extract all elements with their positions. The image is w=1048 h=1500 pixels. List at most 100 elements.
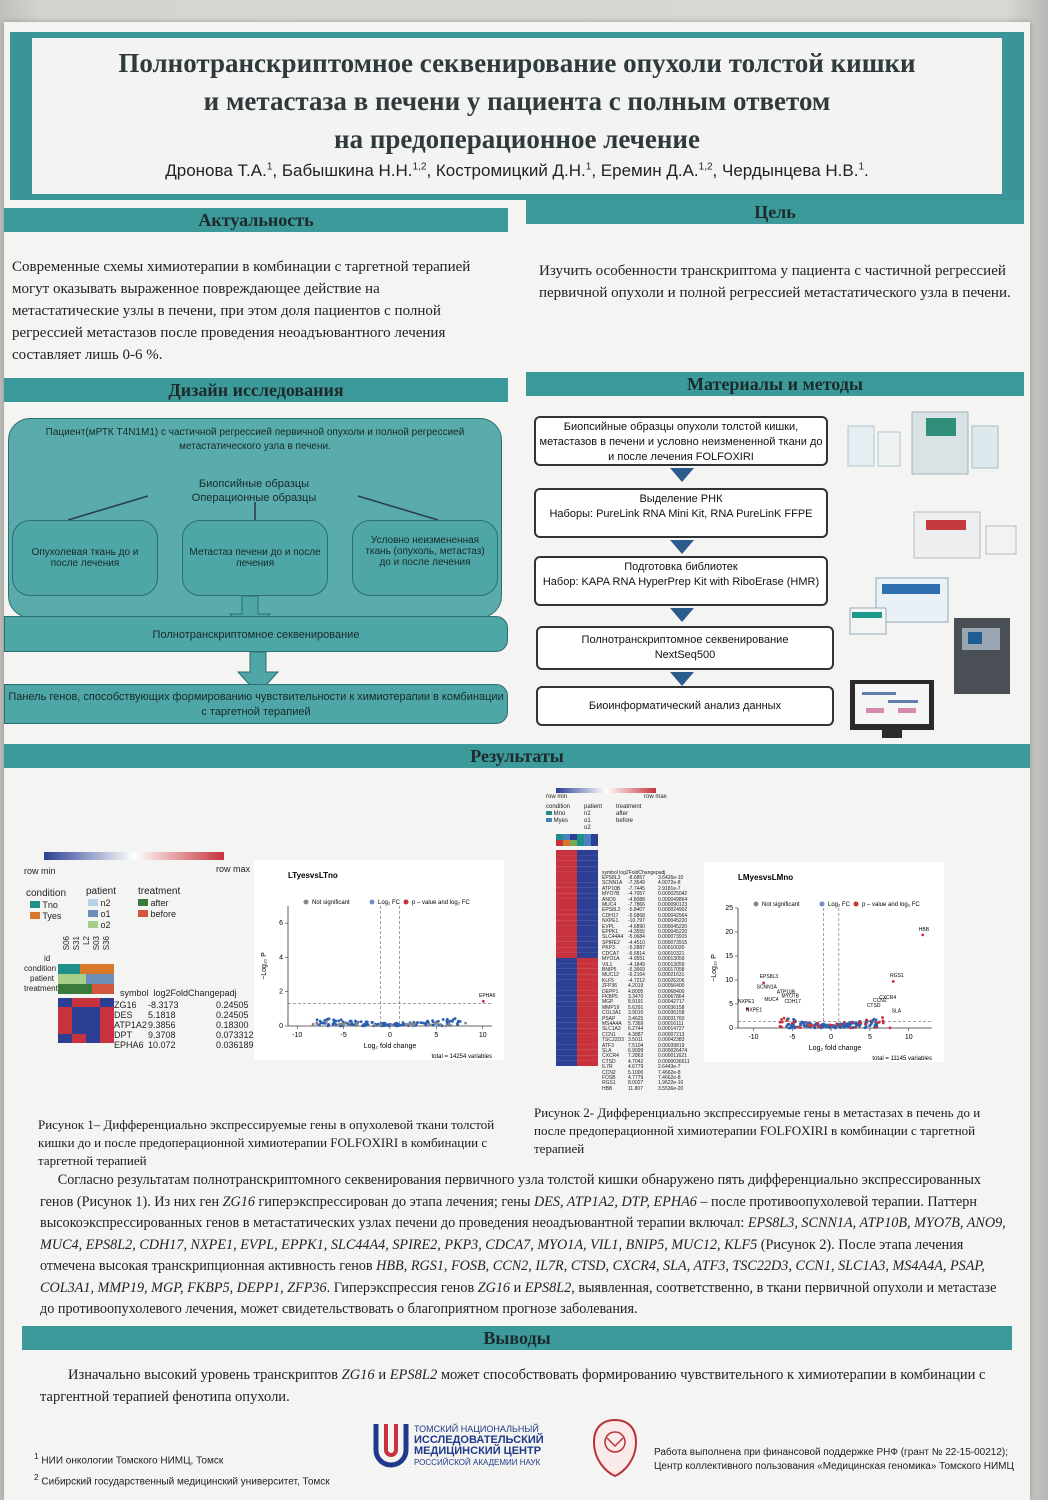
heatmap-cell [584, 866, 591, 872]
figure-2-caption: Рисунок 2- Дифференциально экспрессируем… [534, 1105, 981, 1156]
heatmap-cell [570, 1060, 577, 1066]
heatmap-cell [563, 1044, 570, 1050]
heatmap-cell [584, 909, 591, 915]
legend-dot [853, 901, 859, 907]
heatmap-cell [563, 920, 570, 926]
fig1-legend-condition: condition [26, 888, 67, 899]
heatmap-cell [591, 925, 598, 931]
data-point [449, 1024, 453, 1027]
heatmap-cell [584, 1017, 591, 1023]
data-point [401, 1021, 405, 1025]
fig1-color-scale [44, 852, 224, 860]
data-point [790, 1021, 794, 1025]
heatmap-cell [570, 898, 577, 904]
heatmap-cell [556, 850, 563, 856]
heatmap-cell [563, 963, 570, 969]
heatmap-cell [584, 855, 591, 861]
legend-label: Log₂ FC [378, 900, 401, 906]
heatmap-cell [577, 914, 584, 921]
heatmap-cell [591, 952, 598, 958]
heatmap-cell [577, 1022, 584, 1029]
data-point [835, 1022, 839, 1026]
heatmap-cell [563, 855, 570, 861]
heatmap-cell [584, 1044, 591, 1050]
relevance-text: Современные схемы химиотерапии в комбина… [12, 259, 471, 363]
legend-dot [819, 901, 825, 907]
heatmap-cell [563, 850, 570, 856]
heatmap-cell [591, 1055, 598, 1061]
heatmap-cell [563, 925, 570, 931]
heatmap-cell [577, 985, 584, 991]
heatmap-cell [556, 1044, 563, 1050]
section-aim-heading: Цель [526, 200, 1024, 224]
data-point [881, 1021, 885, 1025]
data-point [839, 1023, 843, 1027]
heatmap-annotation-cell [556, 840, 563, 846]
heatmap-annotation-cell [570, 840, 577, 846]
data-point [378, 1023, 382, 1027]
heatmap-cell [591, 920, 598, 926]
heatmap-cell [563, 1028, 570, 1034]
data-point [433, 1021, 437, 1025]
heatmap-cell [563, 904, 570, 910]
legend-label: p – value and log₂ FC [862, 902, 920, 908]
heatmap-cell [591, 990, 598, 996]
legend-dot [303, 899, 309, 905]
point-label: ATP10B [777, 989, 796, 995]
heatmap-cell [563, 893, 570, 899]
heatmap-cell [577, 850, 584, 856]
heatmap-cell [556, 898, 563, 904]
data-point [811, 1024, 815, 1028]
heatmap-cell [591, 871, 598, 877]
heatmap-cell [570, 1033, 577, 1039]
heatmap-cell [563, 914, 570, 921]
heatmap-cell [570, 882, 577, 888]
data-point [359, 1020, 363, 1024]
heatmap-cell [556, 1001, 563, 1007]
data-point [793, 1020, 796, 1023]
heatmap-cell [591, 904, 598, 910]
heatmap-cell [563, 1017, 570, 1023]
heatmap-cell [577, 958, 584, 964]
data-point [834, 1024, 838, 1028]
data-point [447, 1022, 451, 1026]
heatmap-cell [563, 1022, 570, 1029]
heatmap-cell [570, 871, 577, 877]
data-point [355, 1021, 359, 1025]
legend-dot [403, 899, 409, 905]
heatmap-cell [570, 860, 577, 867]
data-point [842, 1020, 846, 1024]
heatmap-cell [591, 1006, 598, 1012]
heatmap-cell [577, 1060, 584, 1066]
data-point [782, 1016, 786, 1020]
heatmap-annotation-cell [584, 840, 591, 846]
figure-2-heatmap: row min row max condition Mno Myes patie… [544, 788, 694, 1108]
heatmap-cell [591, 860, 598, 867]
heatmap-cell [591, 979, 598, 985]
design-step-sequencing: Полнотранскриптомное секвенирование [4, 616, 508, 652]
heatmap-annotation-cell [577, 834, 584, 840]
design-samples: Биопсийные образцы Операционные образцы [191, 478, 317, 504]
x-tick-label: 5 [868, 1034, 872, 1041]
point-label: MYO7B [781, 993, 799, 999]
data-point [405, 1022, 409, 1026]
heatmap-cell [577, 968, 584, 975]
heatmap-cell [584, 974, 591, 980]
x-tick-label: -10 [748, 1034, 758, 1041]
heatmap-cell [570, 979, 577, 985]
methods-arrow-4 [670, 672, 694, 686]
heatmap-cell [584, 1033, 591, 1039]
design-box-normal: Условно неизмененная ткань (опухоль, мет… [352, 520, 498, 596]
data-point [337, 1019, 341, 1023]
title-line-2: и метастаза в печени у пациента с полным… [203, 86, 831, 116]
